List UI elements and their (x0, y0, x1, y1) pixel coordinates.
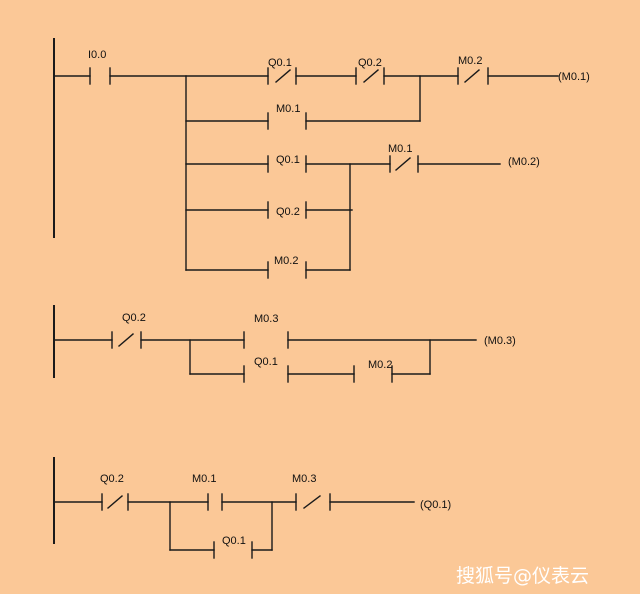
label-m0-2-no: M0.2 (368, 359, 392, 371)
label-m0-1-no: M0.1 (276, 103, 300, 115)
contact-m0-1-no (207, 493, 223, 511)
label-q0-1-no: Q0.1 (254, 356, 278, 368)
contact-i0-0 (89, 67, 111, 85)
contact-q0-2-nc (101, 493, 129, 511)
label-m0-3-no: M0.3 (254, 313, 278, 325)
contact-q0-1-no (243, 365, 289, 383)
coil-m0-3: (M0.3) (484, 335, 516, 347)
contact-q0-2-nc (111, 331, 142, 349)
label-q0-2-nc: Q0.2 (100, 473, 124, 485)
label-q0-2-no: Q0.2 (276, 206, 300, 218)
contact-m0-2-nc (457, 67, 489, 85)
label-i0-0: I0.0 (88, 49, 106, 61)
coil-m0-2: (M0.2) (508, 156, 540, 168)
label-m0-2-nc: M0.2 (458, 55, 482, 67)
contact-q0-1-nc (267, 67, 297, 85)
label-m0-3-nc: M0.3 (292, 473, 316, 485)
rung-2: Q0.2 M0.3 (M0.3) Q0.1 M0.2 (53, 305, 516, 383)
label-q0-1-nc: Q0.1 (268, 57, 292, 69)
label-m0-2-no: M0.2 (274, 255, 298, 267)
contact-m0-3-no (243, 331, 289, 349)
contact-m0-3-nc (295, 493, 331, 511)
coil-m0-1: (M0.1) (558, 71, 590, 83)
rung-3: Q0.2 M0.1 M0.3 (Q0.1) Q0.1 (53, 457, 451, 559)
label-q0-2-nc: Q0.2 (358, 57, 382, 69)
label-q0-2-nc: Q0.2 (122, 312, 146, 324)
label-q0-1-no: Q0.1 (276, 154, 300, 166)
coil-q0-1: (Q0.1) (420, 499, 451, 511)
rung-1: I0.0 Q0.1 Q0.2 M0.2 (M0.1) (53, 38, 590, 279)
contact-q0-2-nc (355, 67, 385, 85)
watermark: 搜狐号@仪表云 (456, 565, 589, 587)
label-m0-1-nc: M0.1 (388, 143, 412, 155)
label-m0-1-no: M0.1 (192, 473, 216, 485)
label-q0-1-no: Q0.1 (222, 535, 246, 547)
contact-m0-1-no (267, 112, 307, 130)
contact-m0-1-nc (389, 155, 419, 173)
